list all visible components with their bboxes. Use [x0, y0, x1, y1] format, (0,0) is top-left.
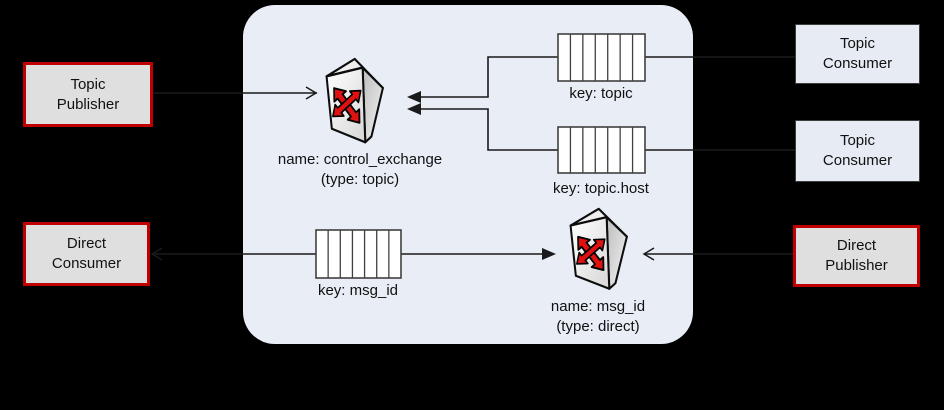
- node-topic-publisher: Topic Publisher: [23, 62, 153, 127]
- node-topic-consumer-2: Topic Consumer: [795, 120, 920, 182]
- solid-arrowhead-icon: [542, 248, 556, 260]
- node-label: Topic Publisher: [56, 75, 120, 113]
- direct-exchange-type-label: (type: direct): [556, 318, 640, 335]
- node-label: Direct Publisher: [825, 237, 888, 274]
- node-label: Topic Consumer: [822, 132, 893, 169]
- direct-exchange-icon: [569, 207, 628, 290]
- open-arrowhead-icon: [305, 86, 318, 100]
- queue-msg-id-label: key: msg_id: [317, 282, 399, 299]
- node-topic-consumer-1: Topic Consumer: [795, 24, 920, 84]
- solid-arrowhead-icon: [407, 91, 421, 103]
- open-arrowhead-icon: [642, 247, 655, 261]
- control-exchange-icon: [325, 57, 384, 144]
- node-direct-publisher: Direct Publisher: [793, 225, 920, 287]
- node-direct-consumer: Direct Consumer: [23, 222, 150, 286]
- queue-body: [557, 126, 646, 174]
- queue-topic-icon: [557, 33, 646, 82]
- open-arrowhead-icon: [150, 247, 163, 261]
- queue-body: [557, 33, 646, 82]
- node-label: Direct Consumer: [51, 235, 122, 272]
- connector-topichost-queue-to-control-exchange: [410, 108, 558, 151]
- queue-topic-label: key: topic: [569, 85, 633, 102]
- control-exchange-name-label: name: control_exchange: [277, 151, 443, 168]
- node-label: Topic Consumer: [822, 35, 893, 72]
- queue-body: [315, 229, 402, 279]
- queue-msg-id-icon: [315, 229, 402, 279]
- connector-topic-queue-to-control-exchange: [410, 56, 558, 98]
- queue-topic-host-icon: [557, 126, 646, 174]
- control-exchange-type-label: (type: topic): [320, 171, 400, 188]
- direct-exchange-name-label: name: msg_id: [550, 298, 646, 315]
- queue-topic-host-label: key: topic.host: [553, 180, 649, 197]
- solid-arrowhead-icon: [407, 103, 421, 115]
